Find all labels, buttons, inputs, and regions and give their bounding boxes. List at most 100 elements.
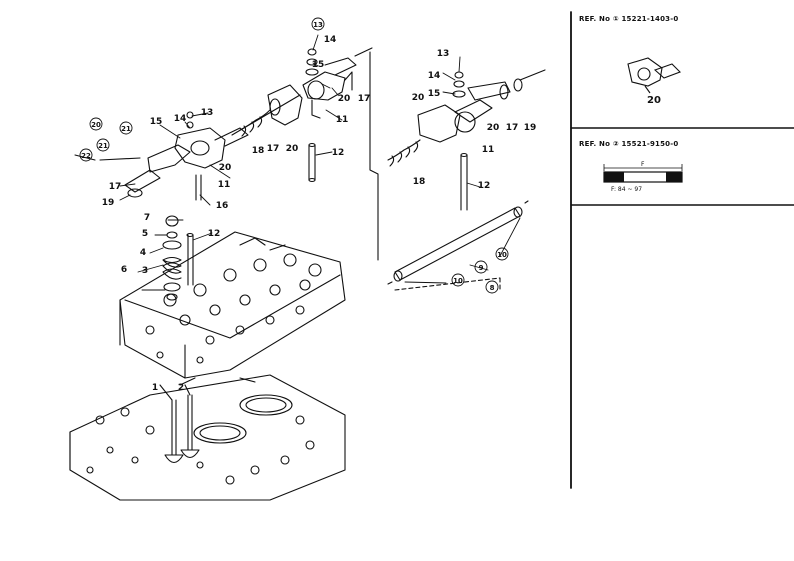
push-rod-right (460, 152, 468, 211)
callout-circle (119, 121, 133, 135)
callout-text: 20 (412, 93, 425, 103)
callout-text: 14 (428, 71, 441, 81)
callout-13: 13 (437, 49, 450, 59)
callout-text: 10 (497, 251, 507, 259)
callout-5: 5 (142, 229, 148, 239)
callout-text: 18 (413, 177, 426, 187)
callout-13: 13 (201, 108, 214, 118)
callout-circle (96, 138, 110, 152)
callout-circle (89, 117, 103, 131)
callout-3: 3 (142, 266, 148, 276)
ref-panel-2-title: REF. No ② 15521-9150-0 (579, 140, 679, 148)
callout-12: 12 (332, 148, 345, 158)
push-rod-center (308, 142, 316, 183)
callout-text: 11 (482, 145, 495, 155)
ref-panel-1-title: REF. No ① 15221-1403-0 (579, 15, 679, 23)
callout-text: 20 (338, 94, 351, 104)
callout-12: 12 (478, 181, 491, 191)
callout-14: 14 (174, 114, 187, 124)
callout-11: 11 (218, 180, 231, 190)
callout-20: 20 (219, 163, 232, 173)
callout-20: 20 (338, 94, 351, 104)
callout-21: 21 (119, 121, 133, 135)
ref-panel-1-part-label: 20 (647, 95, 661, 106)
callout-text: 9 (479, 264, 484, 272)
callout-circle (451, 273, 465, 287)
rocker-shaft (387, 200, 529, 291)
callout-17: 17 (506, 123, 519, 133)
rocker-shaft-center (231, 84, 303, 137)
callout-20: 20 (487, 123, 500, 133)
ref-panel-2-dim-top: F (641, 161, 645, 168)
callout-14: 14 (428, 71, 441, 81)
push-rod-left (186, 232, 194, 286)
callout-text: 3 (142, 266, 148, 276)
callout-20: 20 (412, 93, 425, 103)
callout-16: 16 (216, 201, 229, 211)
callout-20: 20 (286, 144, 299, 154)
callout-text: 20 (219, 163, 232, 173)
callout-17: 17 (109, 182, 122, 192)
callout-text: 10 (453, 277, 463, 285)
callout-text: 11 (218, 180, 231, 190)
callout-text: 13 (201, 108, 214, 118)
callout-text: 22 (81, 152, 91, 160)
callout-11: 11 (482, 145, 495, 155)
callout-text: 7 (144, 213, 150, 223)
callout-text: 4 (140, 248, 146, 258)
callout-text: 15 (428, 89, 441, 99)
callout-text: 17 (267, 144, 280, 154)
callout-text: 12 (332, 148, 345, 158)
callout-text: 2 (178, 383, 184, 393)
callout-text: 5 (142, 229, 148, 239)
callout-text: 6 (121, 265, 127, 275)
callout-text: 12 (478, 181, 491, 191)
callout-circle (495, 247, 509, 261)
callout-8: 8 (485, 280, 499, 294)
callout-circle (485, 280, 499, 294)
callout-15: 15 (312, 60, 325, 70)
callout-18: 18 (413, 177, 426, 187)
callout-text: 17 (109, 182, 122, 192)
rocker-arm-right (387, 69, 546, 167)
callout-12: 12 (208, 229, 221, 239)
callout-text: 12 (208, 229, 221, 239)
callout-19: 19 (524, 123, 537, 133)
callout-6: 6 (121, 265, 127, 275)
callout-text: 20 (487, 123, 500, 133)
callout-text: 1 (152, 383, 158, 393)
rocker-arm-top (302, 47, 373, 119)
callout-15: 15 (428, 89, 441, 99)
callout-circle (311, 17, 325, 31)
ref-panel-1-part-sketch (627, 57, 681, 94)
callout-text: 19 (524, 123, 537, 133)
callout-text: 13 (437, 49, 450, 59)
callout-20: 20 (89, 117, 103, 131)
callout-2: 2 (178, 383, 184, 393)
callout-10: 10 (451, 273, 465, 287)
break-line (369, 51, 379, 261)
callout-text: 17 (358, 94, 371, 104)
callout-7: 7 (144, 213, 150, 223)
callout-text: 15 (312, 60, 325, 70)
ref-panel-1: REF. No ① 15221-1403-0 20 (579, 15, 789, 125)
callout-10: 10 (495, 247, 509, 261)
callout-circle (79, 148, 93, 162)
callout-text: 14 (324, 35, 337, 45)
ref-panel-2: REF. No ② 15521-9150-0 F F: 84 ~ 97 (579, 140, 789, 202)
callout-22: 22 (79, 148, 93, 162)
callout-11: 11 (336, 115, 349, 125)
callout-text: 8 (490, 284, 495, 292)
ref-panel-2-shaft-sketch (603, 164, 683, 183)
callout-text: 14 (174, 114, 187, 124)
rocker-arm-left (74, 111, 249, 201)
cylinder-block (69, 374, 346, 501)
callout-14: 14 (324, 35, 337, 45)
callout-4: 4 (140, 248, 146, 258)
callout-circle (474, 260, 488, 274)
callout-18: 18 (252, 146, 265, 156)
callout-13: 13 (311, 17, 325, 31)
callout-1: 1 (152, 383, 158, 393)
callout-text: 16 (216, 201, 229, 211)
